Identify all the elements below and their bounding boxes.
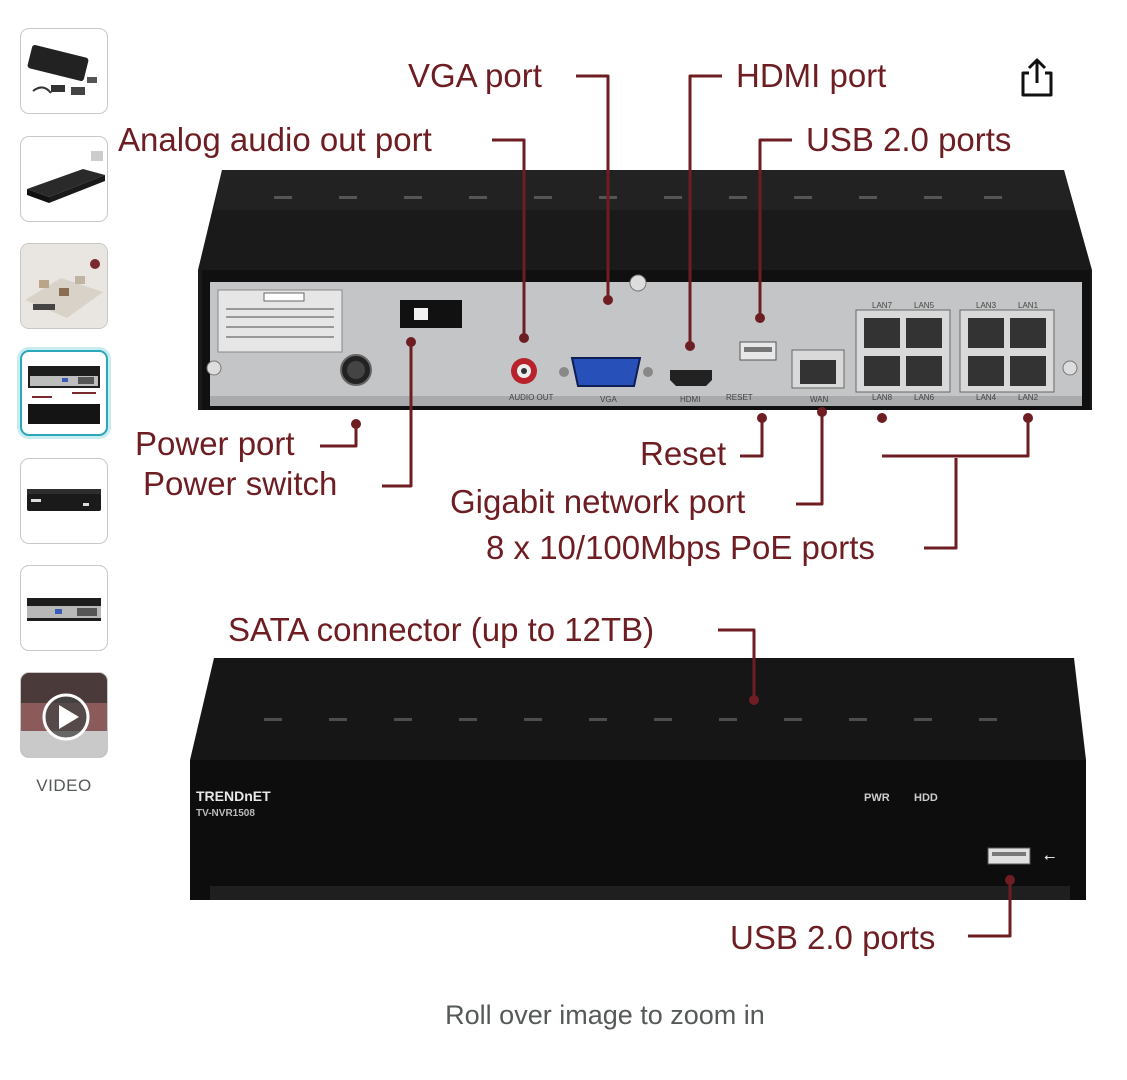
lan-label-bottom-3: LAN2 [1018,393,1039,402]
lan-label-top-1: LAN5 [914,301,935,310]
model-label: TV-NVR1508 [196,808,255,819]
thumbnail-nvr-rear[interactable] [20,565,108,651]
callout-gigabit: Gigabit network port [450,483,746,520]
port-label-wan: WAN [810,395,829,404]
thumbnail-nvr-front[interactable] [20,458,108,544]
thumbnail-ports-diagram[interactable] [20,350,108,436]
port-label-hdmi: HDMI [680,395,700,404]
callout-hdmi-port: HDMI port [736,57,887,94]
thumbnail-installation-scene[interactable] [20,243,108,329]
share-icon[interactable] [1015,55,1059,99]
hdd-indicator-label: HDD [914,792,938,804]
main-product-image[interactable]: AUDIO OUT VGA HDMI RESET WAN LAN7 LAN5 L… [114,38,1104,968]
port-label-audio: AUDIO OUT [509,393,554,402]
callout-power-switch: Power switch [143,465,338,502]
lan-label-bottom-2: LAN4 [976,393,997,402]
svg-text:⭠: ⭠ [1044,849,1055,865]
nvr-front-view: TRENDnET TV-NVR1508 PWR HDD ⭠ [190,658,1086,900]
callout-usb-front: USB 2.0 ports [730,919,936,956]
lan-label-bottom-1: LAN6 [914,393,935,402]
thumbnail-nvr-angle[interactable] [20,136,108,222]
port-label-vga: VGA [600,395,618,404]
lan-label-top-0: LAN7 [872,301,893,310]
callout-poe-ports: 8 x 10/100Mbps PoE ports [486,529,875,566]
video-label: VIDEO [36,776,92,795]
nvr-rear-view: AUDIO OUT VGA HDMI RESET WAN LAN7 LAN5 L… [198,170,1092,410]
lan-label-top-2: LAN3 [976,301,997,310]
callout-usb-rear: USB 2.0 ports [806,121,1012,158]
lan-label-bottom-0: LAN8 [872,393,893,402]
callout-analog-audio: Analog audio out port [118,121,432,158]
zoom-caption: Roll over image to zoom in [445,1000,765,1030]
callout-vga-port: VGA port [408,57,542,94]
thumbnail-kit-contents[interactable] [20,28,108,114]
brand-logo: TRENDnET [196,788,271,804]
port-label-reset: RESET [726,393,753,402]
callout-reset: Reset [640,435,727,472]
thumbnail-product-video[interactable] [20,672,108,758]
pwr-indicator-label: PWR [864,792,890,804]
callout-sata: SATA connector (up to 12TB) [228,611,655,648]
lan-label-top-3: LAN1 [1018,301,1039,310]
callout-power-port: Power port [135,425,295,462]
